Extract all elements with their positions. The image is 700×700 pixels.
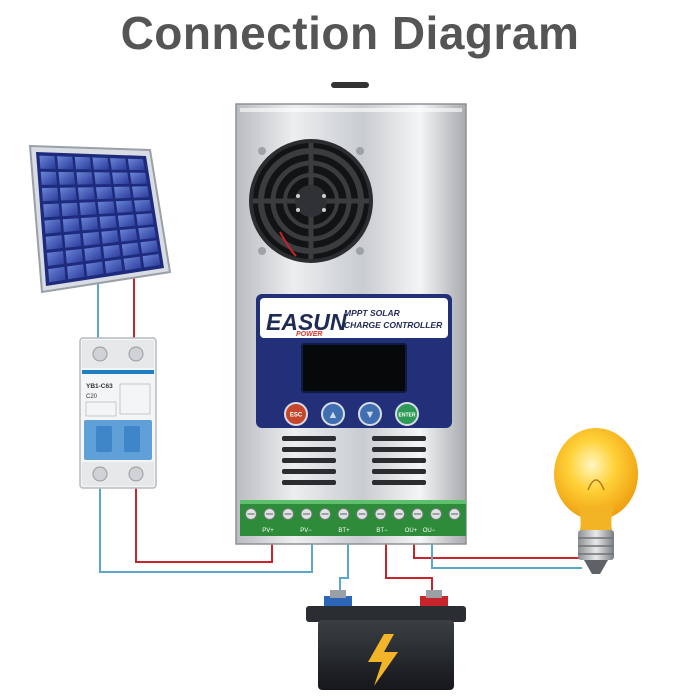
wire-pv-negative	[99, 488, 313, 573]
wire-pv-positive	[135, 488, 273, 563]
product-line-2: CHARGE CONTROLLER	[344, 320, 443, 330]
solar-cell	[92, 157, 110, 170]
solar-cell	[62, 218, 80, 232]
air-vents	[282, 436, 426, 485]
terminal-label: OU+	[405, 528, 418, 534]
charge-controller: EASUN POWER MPPT SOLAR CHARGE CONTROLLER…	[235, 103, 467, 545]
solar-cell	[58, 172, 76, 185]
solar-cell	[103, 244, 121, 259]
light-bulb	[554, 428, 638, 574]
solar-cell	[136, 213, 154, 226]
solar-cell	[142, 254, 161, 268]
solar-cell	[74, 156, 92, 170]
solar-cell	[48, 266, 66, 283]
solar-cell	[79, 202, 97, 216]
up-arrow-icon: ▲	[328, 409, 339, 421]
solar-cell	[39, 155, 56, 169]
solar-cell	[41, 187, 59, 202]
solar-cell	[44, 219, 62, 234]
solar-cell	[114, 186, 132, 199]
solar-cell	[59, 187, 77, 201]
terminal-block: PV+ PV− BT+ BT− OU+ OU−	[240, 500, 466, 536]
solar-cell	[112, 172, 129, 185]
solar-cell	[129, 172, 147, 184]
brand-logo: EASUN	[266, 309, 347, 335]
solar-panel	[28, 144, 172, 294]
solar-cell	[110, 158, 127, 170]
solar-cell	[85, 261, 104, 277]
control-buttons: ESC ▲ ▼ ENTER	[284, 402, 419, 426]
terminal-label: BT+	[338, 528, 350, 534]
wire-bt-positive	[385, 530, 433, 596]
terminal-label: PV−	[300, 528, 312, 534]
front-panel: EASUN POWER MPPT SOLAR CHARGE CONTROLLER…	[256, 294, 452, 428]
brand-sub: POWER	[296, 331, 322, 338]
terminal-label: PV+	[262, 528, 274, 534]
lightning-icon	[368, 634, 398, 686]
solar-cell	[140, 240, 159, 254]
solar-cell	[67, 264, 85, 280]
solar-cell	[127, 158, 145, 171]
enter-button-label: ENTER	[399, 413, 416, 419]
breaker-model: YB1-C63	[86, 383, 113, 390]
solar-cell	[121, 242, 140, 256]
down-button[interactable]: ▼	[358, 402, 382, 426]
solar-cell	[104, 259, 123, 274]
solar-cell	[82, 231, 100, 246]
solar-cell	[81, 217, 99, 231]
product-line-1: MPPT SOLAR	[344, 308, 401, 318]
solar-cell	[64, 233, 82, 248]
wiring	[97, 278, 582, 596]
solar-cell	[123, 256, 142, 271]
solar-cell	[43, 203, 60, 218]
solar-cell	[77, 187, 95, 200]
solar-cell	[117, 214, 136, 228]
esc-button-label: ESC	[290, 413, 303, 419]
solar-cell	[57, 156, 74, 170]
lcd-display	[301, 343, 407, 393]
solar-cell	[47, 251, 65, 266]
solar-cell	[84, 246, 102, 261]
terminal-label: BT−	[376, 528, 388, 534]
page-title: Connection Diagram	[120, 7, 580, 59]
solar-cell	[76, 172, 93, 185]
solar-cell	[138, 226, 156, 240]
enter-button[interactable]: ENTER	[395, 402, 419, 426]
solar-cell	[97, 201, 115, 214]
circuit-breaker: YB1-C63 C20	[79, 337, 157, 489]
cooling-fan	[249, 139, 373, 263]
battery	[306, 590, 466, 690]
solar-cell	[134, 199, 152, 212]
solar-cell	[99, 215, 117, 229]
solar-cell	[132, 186, 150, 198]
solar-cell	[101, 230, 119, 244]
solar-cell	[61, 202, 79, 217]
solar-cell	[94, 172, 111, 185]
solar-cell	[96, 186, 113, 200]
down-arrow-icon: ▼	[365, 409, 376, 421]
solar-cell	[65, 249, 83, 264]
solar-cell	[45, 235, 63, 250]
up-button[interactable]: ▲	[321, 402, 345, 426]
breaker-rating: C20	[86, 394, 98, 400]
esc-button[interactable]: ESC	[284, 402, 308, 426]
solar-cell	[119, 228, 138, 242]
wire-bt-negative	[339, 530, 349, 596]
title-underline	[331, 82, 369, 88]
terminal-label: OU−	[423, 528, 436, 534]
solar-cell	[40, 171, 58, 185]
solar-cell	[115, 200, 134, 213]
